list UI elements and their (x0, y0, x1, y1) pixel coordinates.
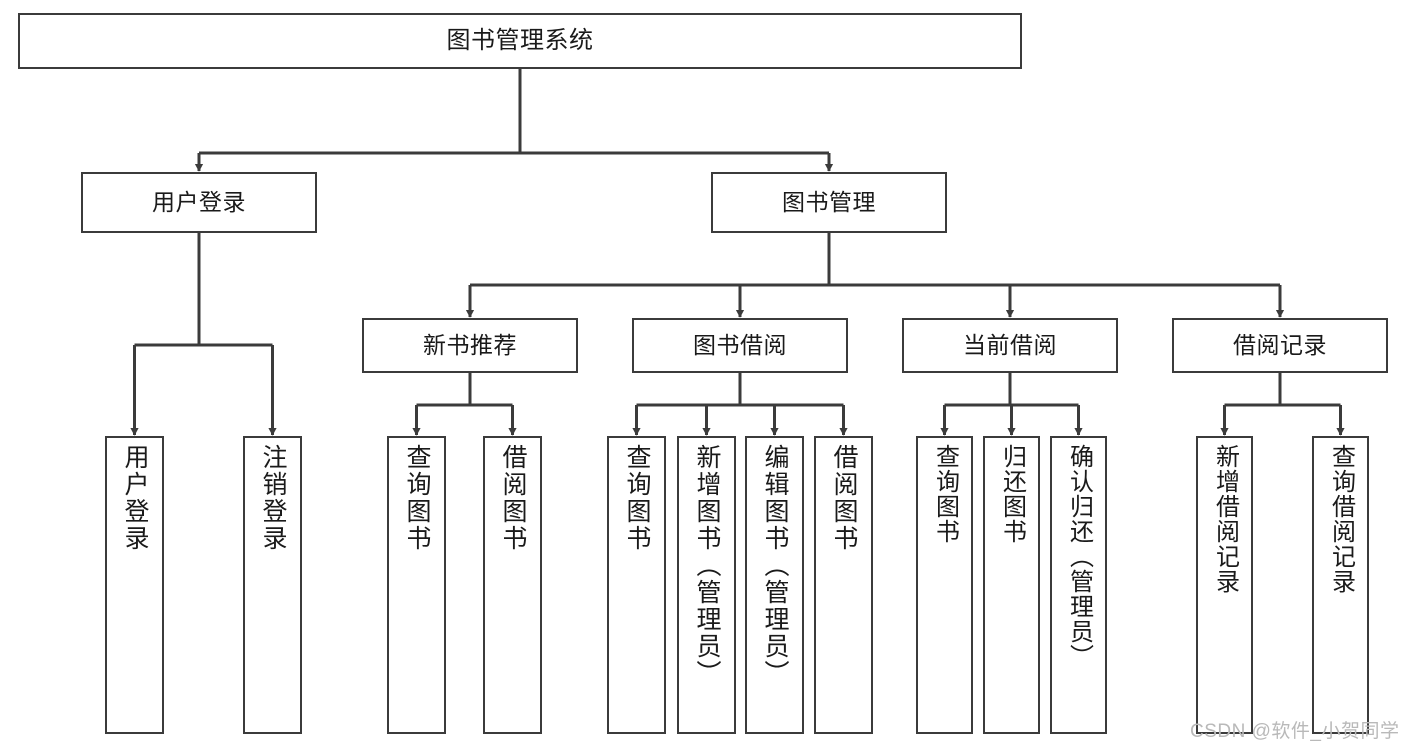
node-label: 查询图书 (623, 444, 651, 552)
node-label: 借阅图书 (830, 444, 858, 552)
node-leaf-query-book-borrow[interactable]: 查询图书 (607, 436, 666, 734)
node-leaf-return-book[interactable]: 归还图书 (983, 436, 1040, 734)
node-leaf-add-book[interactable]: 新增图书（管理员） (677, 436, 736, 734)
node-leaf-add-record[interactable]: 新增借阅记录 (1196, 436, 1253, 734)
node-label: 注销登录 (259, 444, 287, 552)
node-leaf-query-book-rec[interactable]: 查询图书 (387, 436, 446, 734)
node-leaf-query-record[interactable]: 查询借阅记录 (1312, 436, 1369, 734)
node-label: 查询图书 (403, 444, 431, 552)
node-label: 当前借阅 (963, 331, 1057, 358)
node-leaf-logout[interactable]: 注销登录 (243, 436, 302, 734)
node-label: 图书管理 (782, 188, 876, 215)
node-label: 确认归还（管理员） (1065, 444, 1093, 669)
node-leaf-edit-book[interactable]: 编辑图书（管理员） (745, 436, 804, 734)
node-label: 查询借阅记录 (1327, 444, 1355, 594)
node-label: 图书管理系统 (446, 26, 594, 54)
node-label: 查询图书 (931, 444, 959, 544)
watermark-text: CSDN @软件_小贺同学 (1190, 721, 1400, 742)
node-label: 新书推荐 (423, 331, 517, 358)
node-leaf-query-book-current[interactable]: 查询图书 (916, 436, 973, 734)
node-root[interactable]: 图书管理系统 (18, 13, 1022, 69)
connector-lines (130, 69, 1345, 436)
node-label: 图书借阅 (693, 331, 787, 358)
node-new-book-recommend[interactable]: 新书推荐 (362, 318, 578, 373)
node-label: 借阅图书 (499, 444, 527, 552)
node-label: 编辑图书（管理员） (761, 444, 789, 687)
node-leaf-confirm-return[interactable]: 确认归还（管理员） (1050, 436, 1107, 734)
node-leaf-borrow-book[interactable]: 借阅图书 (814, 436, 873, 734)
node-current-borrow[interactable]: 当前借阅 (902, 318, 1118, 373)
node-label: 新增图书（管理员） (693, 444, 721, 687)
node-leaf-borrow-book-rec[interactable]: 借阅图书 (483, 436, 542, 734)
node-label: 用户登录 (121, 444, 149, 552)
node-label: 新增借阅记录 (1211, 444, 1239, 594)
node-book-manage[interactable]: 图书管理 (711, 172, 947, 233)
node-borrow-record[interactable]: 借阅记录 (1172, 318, 1388, 373)
node-user-login[interactable]: 用户登录 (81, 172, 317, 233)
node-leaf-user-login[interactable]: 用户登录 (105, 436, 164, 734)
node-book-borrow[interactable]: 图书借阅 (632, 318, 848, 373)
node-label: 归还图书 (998, 444, 1026, 544)
node-label: 借阅记录 (1233, 331, 1327, 358)
node-label: 用户登录 (152, 188, 246, 215)
